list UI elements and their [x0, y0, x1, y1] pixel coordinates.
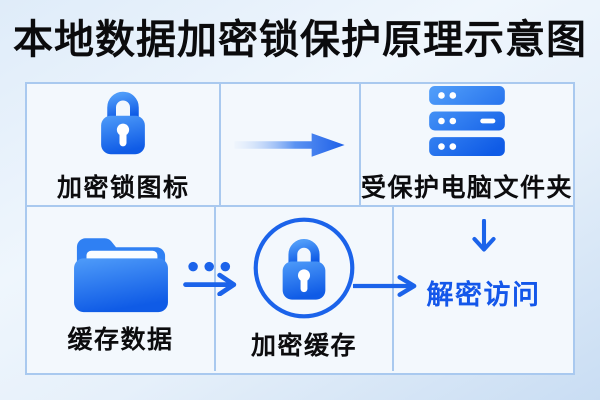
- cell-encrypted-cache: 加密缓存: [216, 207, 394, 371]
- open-folder-icon: [71, 222, 171, 314]
- lock-label: 加密锁图标: [56, 173, 190, 202]
- right-arrow-icon: [353, 274, 421, 298]
- server-stack-icon: [427, 85, 507, 156]
- diagram-top-row: 加密锁图标: [27, 84, 573, 207]
- cell-protected-server: 受保护电脑文件夹: [361, 84, 573, 205]
- server-label: 受保护电脑文件夹: [360, 173, 573, 202]
- folder-label: 缓存数据: [67, 326, 174, 354]
- cell-flow-arrow: [221, 84, 361, 205]
- circled-lock-icon: [252, 216, 356, 320]
- dotted-right-arrow-icon: [183, 260, 243, 296]
- cell-cached-data: 缓存数据: [27, 207, 216, 371]
- page-title: 本地数据加密锁保护原理示意图: [13, 18, 587, 62]
- cell-encryption-lock: 加密锁图标: [27, 84, 222, 205]
- down-arrow-icon: [470, 219, 498, 259]
- cache-lock-label: 加密缓存: [250, 332, 357, 360]
- lock-icon: [94, 86, 152, 156]
- diagram-grid: 加密锁图标: [25, 82, 575, 375]
- cell-decrypted-access: 解密访问: [394, 207, 573, 371]
- access-label: 解密访问: [426, 280, 541, 310]
- right-arrow-gradient-icon: [234, 129, 346, 161]
- diagram-bottom-row: 缓存数据 加密缓存: [27, 207, 573, 371]
